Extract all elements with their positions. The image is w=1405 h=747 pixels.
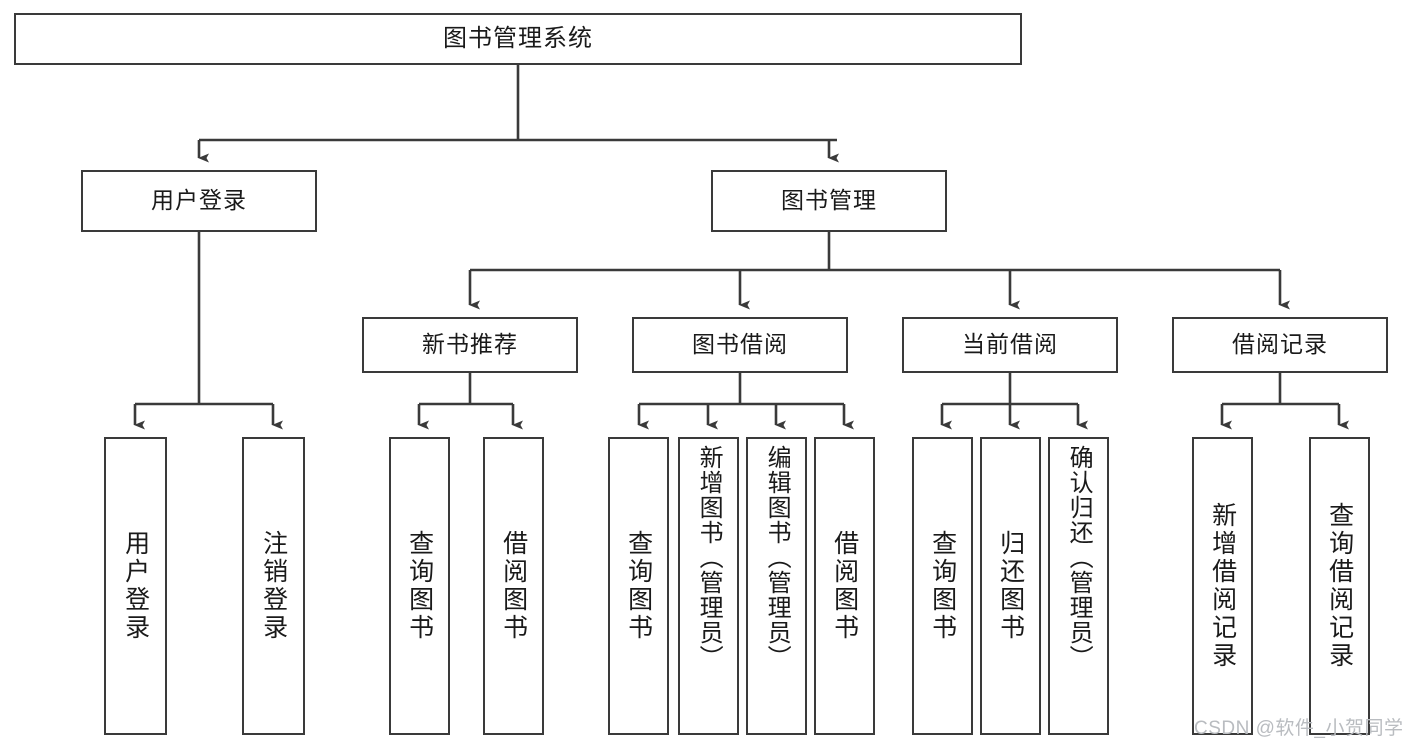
node-label: 图书管理 bbox=[781, 187, 877, 214]
node-book-borrow[interactable]: 图书借阅 bbox=[632, 317, 848, 373]
node-label: 归还图书 bbox=[996, 530, 1025, 642]
node-label: 查询图书 bbox=[624, 530, 653, 642]
leaf-query-book-borrow[interactable]: 查询图书 bbox=[608, 437, 669, 735]
node-root-book-management-system[interactable]: 图书管理系统 bbox=[14, 13, 1022, 65]
leaf-confirm-return-admin[interactable]: 确认归还（管理员） bbox=[1048, 437, 1109, 735]
node-label: 图书管理系统 bbox=[443, 24, 593, 52]
leaf-borrow-book-new-recommend[interactable]: 借阅图书 bbox=[483, 437, 544, 735]
node-user-login[interactable]: 用户登录 bbox=[81, 170, 317, 232]
leaf-add-book-admin[interactable]: 新增图书（管理员） bbox=[678, 437, 739, 735]
node-label: 确认归还（管理员） bbox=[1065, 445, 1093, 670]
node-current-borrow[interactable]: 当前借阅 bbox=[902, 317, 1118, 373]
leaf-borrow-book[interactable]: 借阅图书 bbox=[814, 437, 875, 735]
node-label: 用户登录 bbox=[151, 187, 247, 214]
node-label: 新增图书（管理员） bbox=[695, 445, 723, 670]
leaf-user-login[interactable]: 用户登录 bbox=[104, 437, 167, 735]
node-label: 借阅图书 bbox=[830, 530, 859, 642]
node-label: 查询图书 bbox=[405, 530, 434, 642]
watermark-text: CSDN @软件_小贺同学 bbox=[1194, 718, 1404, 739]
node-label: 编辑图书（管理员） bbox=[763, 445, 791, 670]
node-label: 查询图书 bbox=[928, 530, 957, 642]
node-borrow-record[interactable]: 借阅记录 bbox=[1172, 317, 1388, 373]
node-label: 新书推荐 bbox=[422, 331, 518, 358]
leaf-edit-book-admin[interactable]: 编辑图书（管理员） bbox=[746, 437, 807, 735]
node-label: 借阅图书 bbox=[499, 530, 528, 642]
leaf-query-book-current[interactable]: 查询图书 bbox=[912, 437, 973, 735]
node-label: 查询借阅记录 bbox=[1325, 502, 1354, 670]
leaf-return-book[interactable]: 归还图书 bbox=[980, 437, 1041, 735]
leaf-query-book-new-recommend[interactable]: 查询图书 bbox=[389, 437, 450, 735]
leaf-add-borrow-record[interactable]: 新增借阅记录 bbox=[1192, 437, 1253, 735]
leaf-user-logout[interactable]: 注销登录 bbox=[242, 437, 305, 735]
leaf-query-borrow-record[interactable]: 查询借阅记录 bbox=[1309, 437, 1370, 735]
node-label: 当前借阅 bbox=[962, 331, 1058, 358]
node-label: 借阅记录 bbox=[1232, 331, 1328, 358]
node-new-book-recommend[interactable]: 新书推荐 bbox=[362, 317, 578, 373]
node-label: 新增借阅记录 bbox=[1208, 502, 1237, 670]
node-label: 注销登录 bbox=[259, 530, 288, 642]
node-book-manage[interactable]: 图书管理 bbox=[711, 170, 947, 232]
node-label: 用户登录 bbox=[121, 530, 150, 642]
node-label: 图书借阅 bbox=[692, 331, 788, 358]
